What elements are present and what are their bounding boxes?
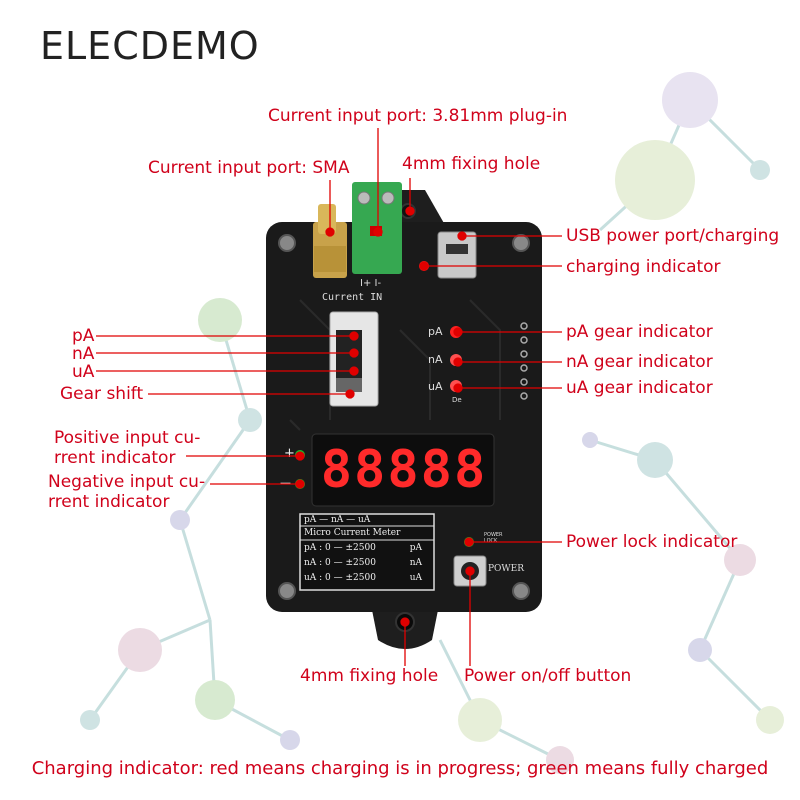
label-charging-indicator: charging indicator [566,257,721,277]
brand-logo: ELECDEMO [40,24,260,68]
caption: Charging indicator: red means charging i… [31,758,769,779]
meter-row: uA : 0 — ±2500 uA [304,573,422,583]
label-nA-gear: nA gear indicator [566,352,713,372]
label-nA: nA [72,344,95,364]
label-uA-gear: uA gear indicator [566,378,713,398]
gear-pA-text: pA [428,325,443,338]
current-in-text: Current IN [322,292,383,303]
meter-label-panel [299,513,435,591]
meter-header: pA — nA — uA [304,515,371,525]
label-fixing-hole-top: 4mm fixing hole [402,154,541,174]
label-pA-gear: pA gear indicator [566,322,713,342]
seven-segment-display [311,433,495,507]
label-power-button: Power on/off button [464,666,632,686]
terminal-pins-text: I+ I- [360,278,382,289]
minus-sign: — [280,476,291,489]
power-lock-text: POWER LOCK [484,532,503,544]
label-fixing-hole-bottom: 4mm fixing hole [300,666,439,686]
plus-sign: + [284,446,295,461]
power-text: POWER [488,564,525,574]
meter-row: pA : 0 — ±2500 pA [304,543,422,553]
label-uA: uA [72,362,95,382]
label-gear-shift: Gear shift [60,384,144,404]
gear-nA-text: nA [428,353,443,366]
meter-title: Micro Current Meter [304,528,401,538]
display-digits: 88888 [320,440,488,500]
label-pA: pA [72,326,95,346]
label-positive-indicator: Positive input cu-rrent indicator [54,428,201,468]
de-text: De [452,396,462,404]
label-power-lock: Power lock indicator [566,532,738,552]
gear-uA-text: uA [428,380,443,393]
label-current-input-381: Current input port: 3.81mm plug-in [268,106,568,126]
label-negative-indicator: Negative input cu-rrent indicator [48,472,206,512]
label-usb-power: USB power port/charging [566,226,780,246]
label-current-input-sma: Current input port: SMA [148,158,350,178]
meter-row: nA : 0 — ±2500 nA [304,558,422,568]
